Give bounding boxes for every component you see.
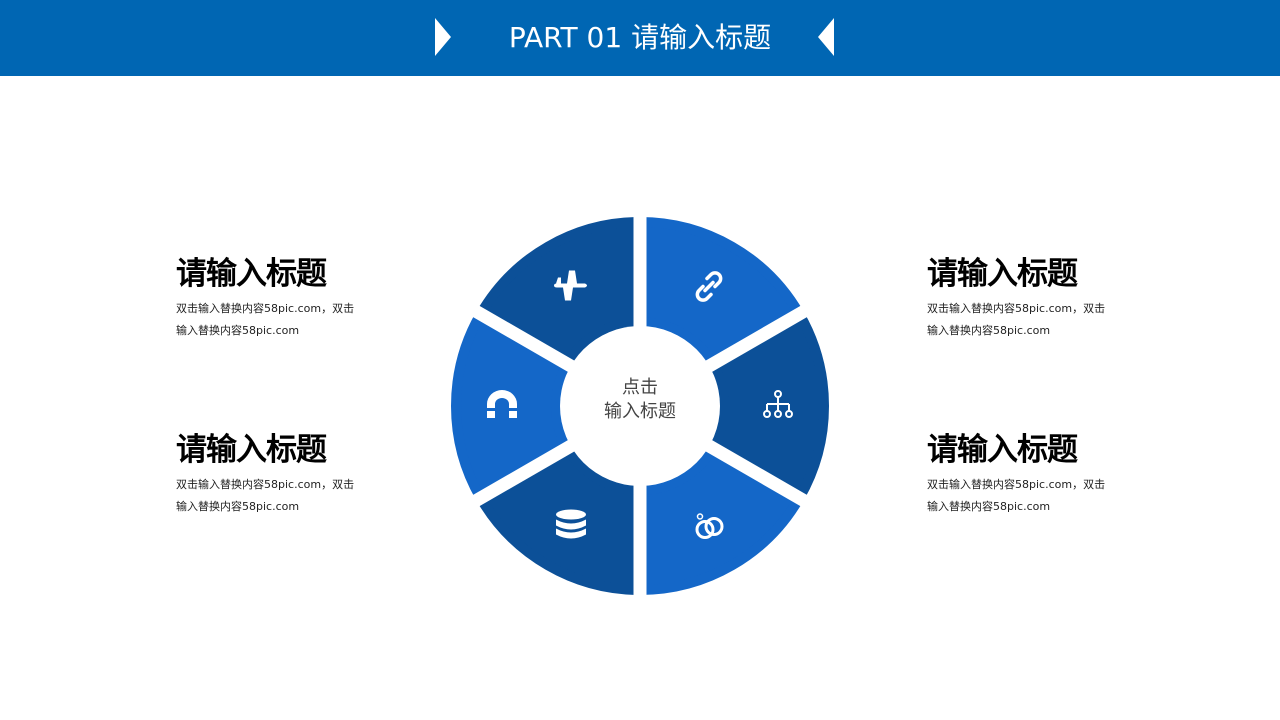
cycle-segment[interactable] — [707, 309, 829, 503]
sitemap-icon — [763, 390, 793, 418]
cycle-segment[interactable] — [475, 217, 645, 369]
cycle-segment[interactable] — [475, 443, 645, 595]
text-block-bottom-left[interactable]: 请输入标题 双击输入替换内容58pic.com，双击输入替换内容58pic.co… — [176, 430, 376, 518]
database-icon — [556, 509, 586, 539]
block-desc: 双击输入替换内容58pic.com，双击输入替换内容58pic.com — [176, 302, 355, 337]
block-desc: 双击输入替换内容58pic.com，双击输入替换内容58pic.com — [927, 302, 1106, 337]
center-line-2: 输入标题 — [604, 401, 676, 422]
block-title: 请输入标题 — [927, 432, 1078, 468]
triangle-left-icon — [818, 18, 834, 56]
text-block-top-right[interactable]: 请输入标题 双击输入替换内容58pic.com，双击输入替换内容58pic.co… — [927, 254, 1127, 342]
block-title: 请输入标题 — [927, 256, 1078, 292]
triangle-right-icon — [435, 18, 451, 56]
block-title: 请输入标题 — [176, 432, 327, 468]
center-line-1: 点击 — [622, 377, 658, 398]
center-circle — [560, 326, 720, 486]
header-bar: PART 01 请输入标题 — [0, 0, 1280, 76]
rings-icon — [695, 513, 724, 540]
magnet-icon — [487, 390, 517, 418]
link-icon — [695, 271, 723, 302]
block-title: 请输入标题 — [176, 256, 327, 292]
center-title[interactable]: 点击 输入标题 — [580, 376, 700, 424]
text-block-bottom-right[interactable]: 请输入标题 双击输入替换内容58pic.com，双击输入替换内容58pic.co… — [927, 430, 1127, 518]
airplane-icon — [554, 270, 587, 301]
block-desc: 双击输入替换内容58pic.com，双击输入替换内容58pic.com — [927, 478, 1106, 513]
cycle-segment[interactable] — [635, 217, 805, 369]
text-block-top-left[interactable]: 请输入标题 双击输入替换内容58pic.com，双击输入替换内容58pic.co… — [176, 254, 376, 342]
block-desc: 双击输入替换内容58pic.com，双击输入替换内容58pic.com — [176, 478, 355, 513]
page-title: PART 01 请输入标题 — [508, 21, 772, 54]
